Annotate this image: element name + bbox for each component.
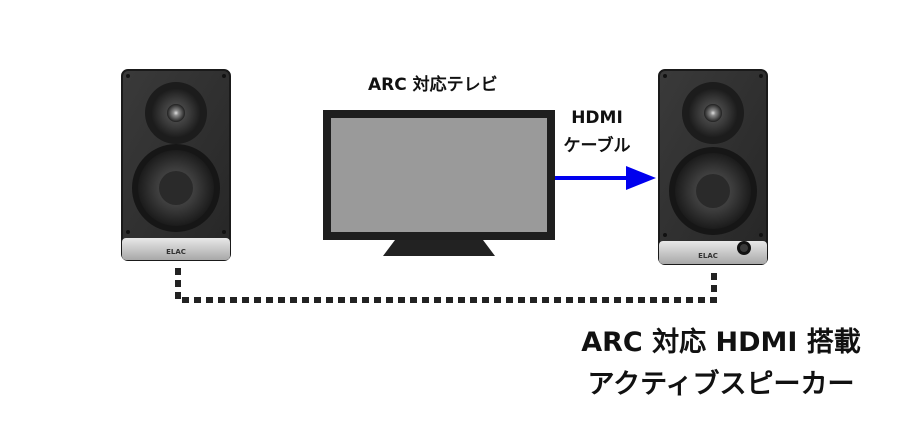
left-speaker: ELAC bbox=[121, 69, 231, 261]
hdmi-cable-label: HDMI ケーブル bbox=[552, 104, 642, 160]
left-speaker-woofer bbox=[132, 144, 220, 232]
tv-stand bbox=[383, 240, 495, 256]
diagram-caption-line1: ARC 対応 HDMI 搭載 bbox=[581, 327, 861, 358]
right-speaker: ELAC bbox=[658, 69, 768, 265]
hdmi-cable-label-line2: ケーブル bbox=[563, 136, 631, 156]
diagram-caption-line2: アクティブスピーカー bbox=[587, 369, 855, 400]
tv-label: ARC 対応テレビ bbox=[368, 75, 498, 95]
right-speaker-brand-logo: ELAC bbox=[698, 252, 718, 260]
right-speaker-tweeter bbox=[682, 82, 744, 144]
speaker-link-wire bbox=[175, 268, 717, 303]
left-speaker-brand-logo: ELAC bbox=[166, 248, 186, 256]
left-speaker-tweeter bbox=[145, 82, 207, 144]
diagram-caption: ARC 対応 HDMI 搭載 アクティブスピーカー bbox=[556, 322, 886, 406]
hdmi-cable-label-line1: HDMI bbox=[571, 108, 623, 128]
hdmi-cable-arrow bbox=[555, 166, 656, 190]
right-speaker-volume-knob bbox=[737, 241, 751, 255]
right-speaker-woofer bbox=[669, 147, 757, 235]
tv-screen bbox=[331, 118, 547, 232]
tv bbox=[323, 110, 555, 256]
